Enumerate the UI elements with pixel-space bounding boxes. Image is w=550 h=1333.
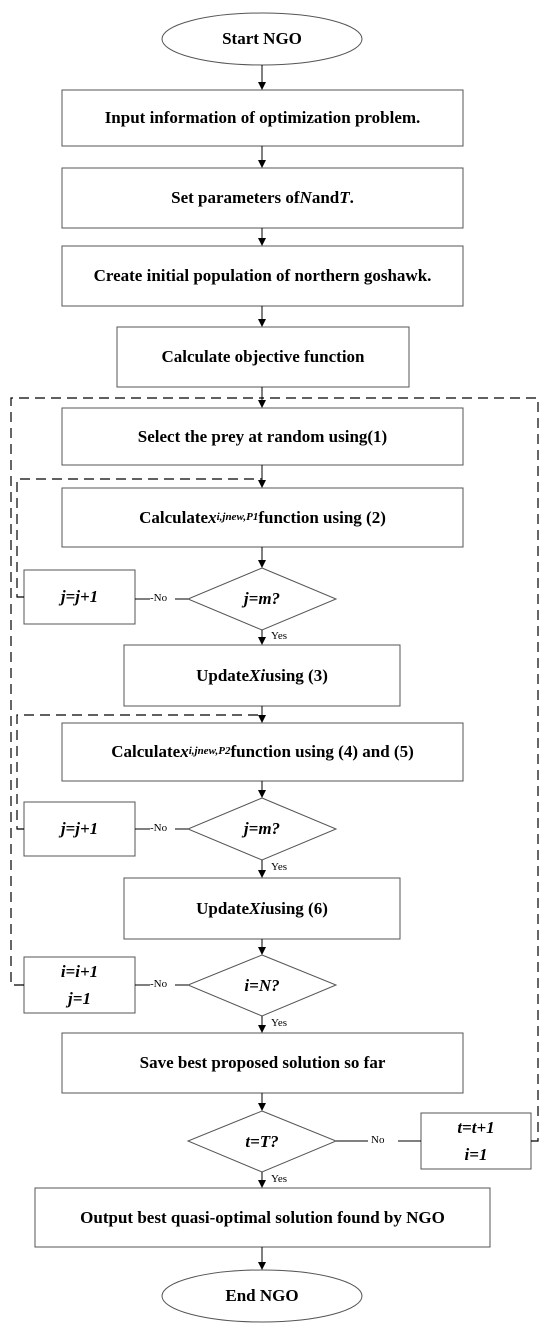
update-3-prefix: Update	[196, 665, 249, 685]
select-prey-label: Select the prey at random using(1)	[137, 426, 388, 446]
calc-p2-suffix: function using (4) and (5)	[230, 742, 414, 762]
loop-t-dashed	[262, 397, 539, 1142]
end-label: End NGO	[225, 1286, 299, 1306]
start-label: Start NGO	[222, 29, 302, 49]
t-increment-label-2: i=1	[464, 1144, 488, 1164]
param-n: N	[299, 188, 312, 208]
input-label: Input information of optimization proble…	[104, 108, 421, 128]
yes-label-cond1: Yes	[271, 630, 288, 642]
set-params-period: .	[349, 188, 354, 208]
calc-p1-subscript: i,j	[216, 510, 226, 523]
calc-p1-symbol: x	[208, 507, 217, 527]
condition-j-m-1-label: j=m?	[243, 589, 281, 609]
calc-p2-superscript: new,P2	[197, 745, 231, 758]
yes-label-cond4: Yes	[271, 1173, 288, 1185]
no-label-cond1: -No	[150, 592, 168, 604]
set-params-label: Set parameters of N and T.	[62, 168, 463, 228]
set-params-text: Set parameters of	[171, 188, 300, 208]
condition-i-N-label: i=N?	[244, 975, 280, 995]
save-best-label: Save best proposed solution so far	[139, 1053, 386, 1073]
calc-p1-suffix: function using (2)	[258, 507, 386, 527]
j-increment-2-label: j=j+1	[60, 819, 99, 839]
no-label-cond4: No	[371, 1134, 385, 1146]
loop-i-dashed	[10, 397, 262, 986]
update-3-suffix: using (3)	[265, 665, 328, 685]
param-t: T	[339, 188, 350, 208]
calc-p2-symbol: x	[180, 742, 189, 762]
update-6-suffix: using (6)	[265, 898, 328, 918]
update-6-prefix: Update	[196, 898, 249, 918]
j-increment-1-label: j=j+1	[60, 587, 99, 607]
no-label-cond2: -No	[150, 822, 168, 834]
t-increment-label-1: t=t+1	[457, 1117, 495, 1137]
calc-p2-subscript: i,j	[188, 745, 198, 758]
calc-p1-prefix: Calculate	[139, 507, 209, 527]
update-3-label: Update Xi using (3)	[124, 645, 400, 706]
update-6-symbol: Xi	[249, 898, 266, 918]
calculate-objective-label: Calculate objective function	[161, 347, 365, 367]
output-label: Output best quasi-optimal solution found…	[80, 1207, 445, 1227]
loop-j2-dashed	[16, 714, 262, 830]
calc-p2-prefix: Calculate	[111, 742, 181, 762]
no-label-cond3: -No	[150, 978, 168, 990]
set-params-and: and	[311, 188, 340, 208]
i-increment-label-2: j=1	[68, 988, 91, 1008]
update-3-symbol: Xi	[249, 665, 266, 685]
calc-p1-superscript: new,P1	[225, 510, 259, 523]
calculate-objective-box	[116, 326, 410, 388]
condition-t-T-label: t=T?	[245, 1131, 279, 1151]
yes-label-cond2: Yes	[271, 861, 288, 873]
create-population-label: Create initial population of northern go…	[93, 266, 432, 286]
end-terminal	[161, 1269, 363, 1323]
i-increment-label-1: i=i+1	[60, 961, 99, 981]
loop-j1-dashed	[16, 478, 262, 598]
condition-j-m-2-label: j=m?	[243, 819, 281, 839]
yes-label-cond3: Yes	[271, 1017, 288, 1029]
update-6-label: Update Xi using (6)	[124, 878, 400, 939]
